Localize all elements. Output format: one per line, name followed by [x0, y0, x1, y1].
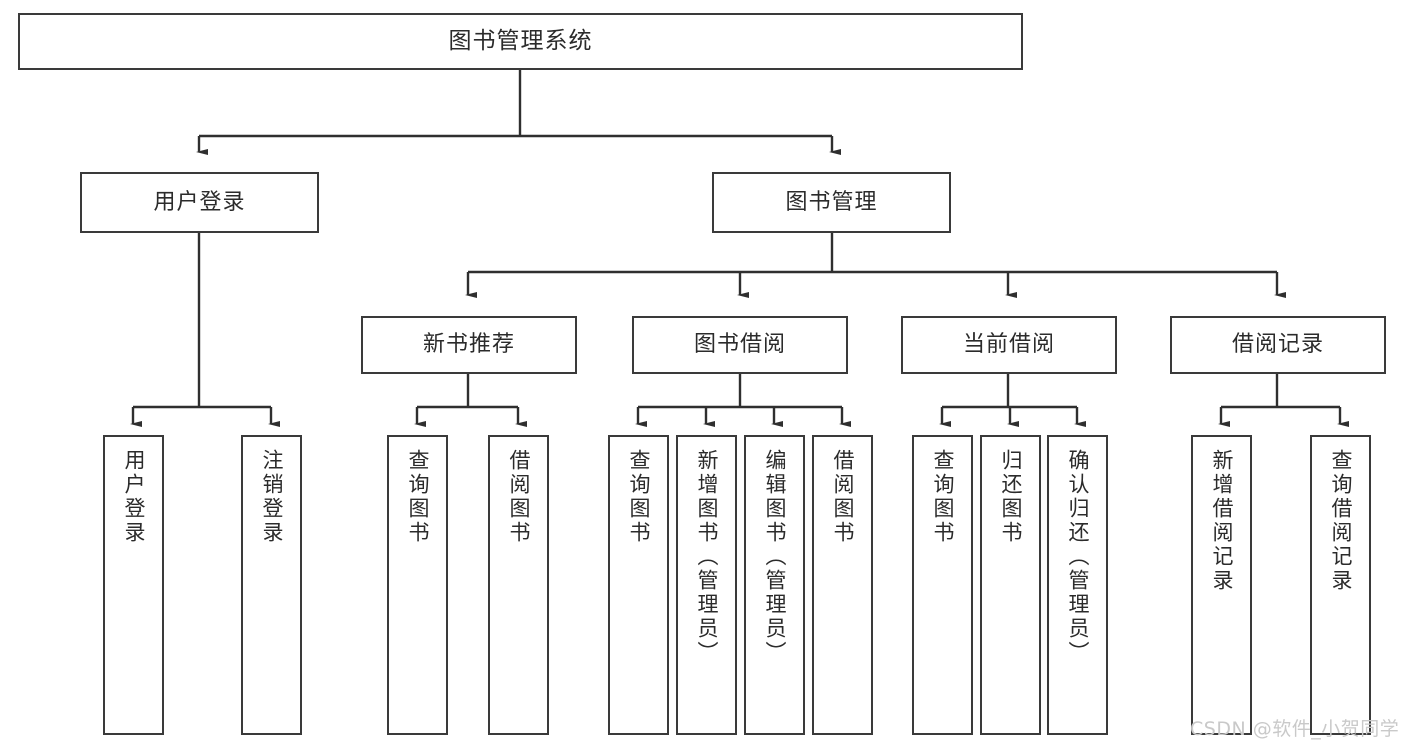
node-user-login[interactable]: 用户登录: [80, 172, 319, 233]
leaf-query-book-recommend[interactable]: 查询图书: [387, 435, 448, 735]
node-new-book-recommend[interactable]: 新书推荐: [361, 316, 577, 374]
leaf-query-book-borrow[interactable]: 查询图书: [608, 435, 669, 735]
leaf-add-borrow-record[interactable]: 新增借阅记录: [1191, 435, 1252, 735]
leaf-query-borrow-record[interactable]: 查询借阅记录: [1310, 435, 1371, 735]
leaf-add-book[interactable]: 新增图书（管理员）: [676, 435, 737, 735]
node-book-management[interactable]: 图书管理: [712, 172, 951, 233]
leaf-user-login[interactable]: 用户登录: [103, 435, 164, 735]
node-root[interactable]: 图书管理系统: [18, 13, 1023, 70]
leaf-query-borrow-record-label: 查询借阅记录: [1329, 449, 1353, 593]
node-book-borrow-label: 图书借阅: [693, 332, 786, 358]
leaf-add-book-label: 新增图书（管理员）: [695, 449, 719, 665]
node-user-login-label: 用户登录: [153, 189, 246, 215]
leaf-borrow-book-recommend-label: 借阅图书: [507, 449, 531, 545]
node-root-label: 图书管理系统: [448, 28, 593, 55]
node-book-management-label: 图书管理: [785, 189, 878, 215]
node-book-borrow[interactable]: 图书借阅: [632, 316, 848, 374]
leaf-logout-label: 注销登录: [260, 449, 284, 545]
leaf-return-book[interactable]: 归还图书: [980, 435, 1041, 735]
watermark-text: CSDN @软件_小贺同学: [1190, 718, 1400, 740]
leaf-logout[interactable]: 注销登录: [241, 435, 302, 735]
leaf-confirm-return-label: 确认归还（管理员）: [1066, 449, 1090, 665]
leaf-borrow-book-recommend[interactable]: 借阅图书: [488, 435, 549, 735]
leaf-borrow-book[interactable]: 借阅图书: [812, 435, 873, 735]
leaf-user-login-label: 用户登录: [122, 449, 146, 545]
node-borrow-record[interactable]: 借阅记录: [1170, 316, 1386, 374]
leaf-edit-book[interactable]: 编辑图书（管理员）: [744, 435, 805, 735]
node-borrow-record-label: 借阅记录: [1231, 332, 1324, 358]
leaf-query-book-current[interactable]: 查询图书: [912, 435, 973, 735]
leaf-query-book-recommend-label: 查询图书: [406, 449, 430, 545]
leaf-query-book-current-label: 查询图书: [931, 449, 955, 545]
leaf-borrow-book-label: 借阅图书: [831, 449, 855, 545]
leaf-edit-book-label: 编辑图书（管理员）: [763, 449, 787, 665]
node-current-borrow-label: 当前借阅: [962, 332, 1055, 358]
leaf-confirm-return[interactable]: 确认归还（管理员）: [1047, 435, 1108, 735]
leaf-add-borrow-record-label: 新增借阅记录: [1210, 449, 1234, 593]
node-new-book-recommend-label: 新书推荐: [422, 332, 515, 358]
node-current-borrow[interactable]: 当前借阅: [901, 316, 1117, 374]
leaf-query-book-borrow-label: 查询图书: [627, 449, 651, 545]
leaf-return-book-label: 归还图书: [999, 449, 1023, 545]
